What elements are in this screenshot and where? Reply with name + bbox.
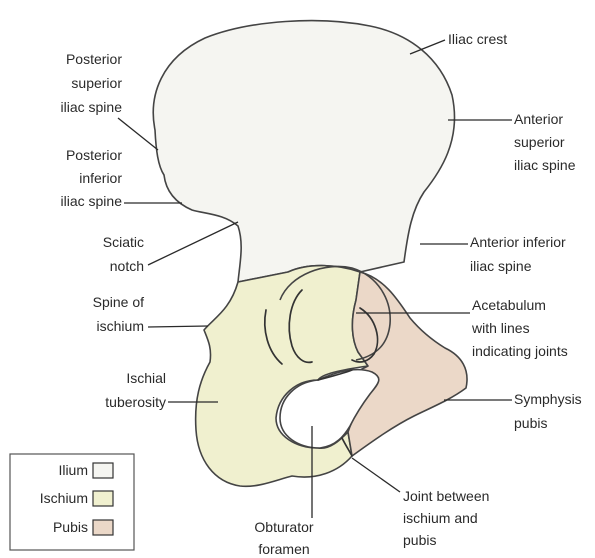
label-iliac-crest: Iliac crest	[448, 31, 507, 47]
label-acetabulum: Acetabulum with lines indicating joints	[471, 297, 568, 359]
legend-item-pubis: Pubis	[53, 519, 113, 535]
label-line: iliac spine	[514, 157, 576, 173]
label-line: foramen	[258, 541, 309, 557]
label-line: Anterior	[514, 111, 563, 127]
label-line: with lines	[471, 320, 530, 336]
label-line: Sciatic	[103, 234, 144, 250]
label-line: tuberosity	[105, 394, 166, 410]
label-line: Joint between	[403, 488, 489, 504]
label-ischial-tuberosity: Ischial tuberosity	[105, 370, 166, 410]
label-line: ischium	[97, 318, 144, 334]
label-line: Anterior inferior	[470, 234, 566, 250]
label-anterior-inferior-iliac-spine: Anterior inferior iliac spine	[470, 234, 566, 274]
label-line: Acetabulum	[472, 297, 546, 313]
label-line: inferior	[79, 170, 122, 186]
ilium-region	[153, 21, 454, 282]
label-line: Posterior	[66, 51, 122, 67]
label-obturator-foramen: Obturator foramen	[254, 519, 313, 557]
label-line: iliac spine	[470, 258, 532, 274]
hip-bone	[153, 21, 467, 487]
label-posterior-inferior-iliac-spine: Posterior inferior iliac spine	[61, 147, 123, 209]
label-line: Ischial	[126, 370, 166, 386]
legend: Ilium Ischium Pubis	[10, 454, 134, 550]
legend-label: Ilium	[58, 462, 88, 478]
legend-item-ilium: Ilium	[58, 462, 113, 478]
label-line: notch	[110, 258, 144, 274]
legend-swatch-pubis	[93, 520, 113, 535]
label-symphysis-pubis: Symphysis pubis	[514, 391, 582, 431]
label-posterior-superior-iliac-spine: Posterior superior iliac spine	[61, 51, 123, 115]
leader-joint-ischium-pubis	[352, 458, 400, 492]
label-line: iliac spine	[61, 99, 123, 115]
legend-label: Ischium	[40, 490, 88, 506]
leader-sciatic-notch	[148, 222, 238, 265]
legend-label: Pubis	[53, 519, 88, 535]
leader-spine-of-ischium	[148, 326, 208, 327]
label-line: pubis	[514, 415, 547, 431]
label-spine-of-ischium: Spine of ischium	[93, 294, 144, 334]
legend-swatch-ilium	[93, 463, 113, 478]
label-line: Iliac crest	[448, 31, 507, 47]
label-line: Posterior	[66, 147, 122, 163]
label-line: superior	[514, 134, 565, 150]
label-line: ischium and	[403, 510, 478, 526]
label-joint-ischium-pubis: Joint between ischium and pubis	[403, 488, 489, 548]
label-line: Obturator	[254, 519, 313, 535]
label-line: Symphysis	[514, 391, 582, 407]
legend-swatch-ischium	[93, 491, 113, 506]
leader-posterior-superior-iliac-spine	[118, 118, 158, 150]
legend-item-ischium: Ischium	[40, 490, 113, 506]
label-line: iliac spine	[61, 193, 123, 209]
label-sciatic-notch: Sciatic notch	[103, 234, 144, 274]
label-anterior-superior-iliac-spine: Anterior superior iliac spine	[514, 111, 576, 173]
label-line: superior	[71, 75, 122, 91]
label-line: indicating joints	[472, 343, 568, 359]
label-line: Spine of	[93, 294, 144, 310]
label-line: pubis	[403, 532, 436, 548]
